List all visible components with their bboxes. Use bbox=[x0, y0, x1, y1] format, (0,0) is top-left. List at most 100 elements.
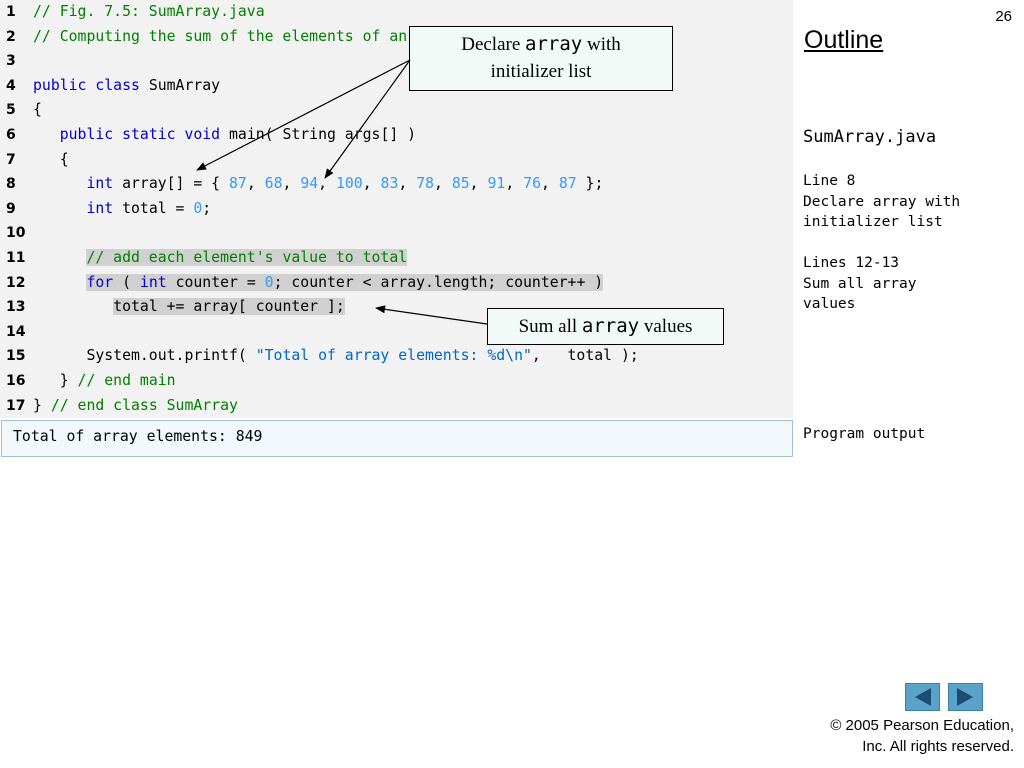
callout-declare-array: Declare array with initializer list bbox=[409, 26, 673, 91]
next-slide-button[interactable] bbox=[948, 683, 983, 711]
code-token: { bbox=[33, 101, 42, 119]
line-number: 6 bbox=[6, 127, 16, 143]
code-token: , bbox=[540, 175, 559, 193]
code-token bbox=[33, 298, 113, 315]
copyright-notice: © 2005 Pearson Education, Inc. All right… bbox=[830, 715, 1014, 757]
line-number: 15 bbox=[6, 348, 26, 365]
code-text: int total = 0; bbox=[33, 197, 211, 221]
line-number: 1 bbox=[6, 4, 16, 20]
line-number: 12 bbox=[6, 274, 26, 291]
code-token bbox=[33, 175, 86, 192]
line-number: 2 bbox=[6, 28, 16, 45]
code-token: , total ); bbox=[531, 347, 639, 365]
code-token: , bbox=[318, 175, 336, 193]
line-number: 10 bbox=[6, 225, 26, 242]
callout-declare-text-after: with bbox=[582, 34, 621, 55]
code-token: 85 bbox=[451, 175, 470, 193]
code-token: int bbox=[86, 175, 114, 193]
line-number: 14 bbox=[6, 323, 26, 340]
sidebar-file-name: SumArray.java bbox=[803, 127, 937, 147]
code-text: // Computing the sum of the elements of … bbox=[33, 25, 470, 49]
code-text: } // end main bbox=[33, 369, 176, 393]
code-text: public static void main( String args[] ) bbox=[33, 123, 416, 147]
program-output-text: Total of array elements: 849 bbox=[13, 428, 263, 445]
code-token: 76 bbox=[523, 175, 541, 193]
code-token: array[] = { bbox=[113, 175, 229, 193]
code-text: // add each element's value to total bbox=[33, 246, 408, 270]
code-text: { bbox=[33, 98, 42, 122]
sidebar-note-program-output: Program output bbox=[803, 426, 926, 442]
code-token: 87 bbox=[558, 175, 577, 193]
code-token: total += array[ counter ]; bbox=[113, 298, 345, 316]
code-token: // Computing the sum of the elements of … bbox=[33, 27, 470, 45]
triangle-left-icon bbox=[915, 688, 931, 706]
outline-link[interactable]: Outline bbox=[804, 26, 884, 54]
triangle-right-icon bbox=[957, 688, 973, 706]
code-token: System.out.printf( bbox=[33, 347, 256, 365]
code-token: , bbox=[362, 175, 381, 193]
code-token bbox=[33, 249, 86, 266]
line-number: 7 bbox=[6, 151, 16, 168]
code-token: public class bbox=[33, 76, 140, 94]
line-number: 11 bbox=[6, 250, 26, 266]
code-token: , bbox=[434, 175, 452, 193]
code-token: for bbox=[86, 273, 114, 291]
code-token: 91 bbox=[487, 175, 506, 193]
callout-sum-text-before: Sum all bbox=[518, 316, 582, 337]
code-text: // Fig. 7.5: SumArray.java bbox=[33, 0, 265, 24]
code-token: 87 bbox=[229, 175, 247, 193]
code-token: 68 bbox=[264, 175, 283, 193]
code-text: } // end class SumArray bbox=[33, 394, 238, 418]
line-number: 4 bbox=[6, 77, 16, 94]
copyright-line-1: © 2005 Pearson Education, bbox=[830, 717, 1014, 734]
code-token: // add each element's value to total bbox=[86, 249, 408, 266]
code-text: public class SumArray bbox=[33, 74, 220, 98]
code-token: int bbox=[86, 199, 114, 217]
code-token: counter = bbox=[166, 273, 265, 291]
callout-sum-code: array bbox=[581, 315, 640, 337]
line-number: 13 bbox=[6, 299, 26, 316]
code-token: , bbox=[282, 175, 301, 193]
code-token bbox=[33, 126, 60, 143]
code-token: ; counter < array.length; counter++ ) bbox=[273, 273, 604, 291]
code-token: , bbox=[398, 175, 417, 193]
sidebar-note-lines-12-13: Lines 12-13 Sum all array values bbox=[803, 255, 917, 312]
code-token: , bbox=[505, 175, 524, 193]
code-token: 0 bbox=[264, 273, 274, 291]
code-token: total = bbox=[113, 199, 194, 217]
sidebar-note-line-8: Line 8 Declare array with initializer li… bbox=[803, 173, 961, 230]
copyright-line-2: Inc. All rights reserved. bbox=[862, 738, 1014, 755]
code-token: // end main bbox=[77, 372, 176, 389]
code-token: 94 bbox=[300, 175, 319, 193]
code-text: int array[] = { 87, 68, 94, 100, 83, 78,… bbox=[33, 172, 603, 196]
code-text: for ( int counter = 0; counter < array.l… bbox=[33, 271, 604, 295]
code-token: // Fig. 7.5: SumArray.java bbox=[33, 3, 265, 20]
code-token: , bbox=[246, 175, 265, 193]
line-number: 3 bbox=[6, 53, 16, 70]
line-number: 17 bbox=[6, 397, 26, 414]
line-number: 9 bbox=[6, 200, 16, 217]
code-token: 78 bbox=[416, 175, 435, 193]
previous-slide-button[interactable] bbox=[905, 683, 940, 711]
code-token bbox=[33, 200, 86, 217]
page-number: 26 bbox=[995, 8, 1012, 25]
program-output-box: Total of array elements: 849 bbox=[1, 420, 793, 457]
code-token: ( bbox=[113, 273, 140, 291]
code-token: int bbox=[139, 273, 167, 291]
code-token: 0 bbox=[193, 199, 203, 217]
code-token: , bbox=[469, 175, 488, 193]
code-token: 83 bbox=[380, 175, 399, 193]
code-text: total += array[ counter ]; bbox=[33, 295, 345, 319]
code-token: "Total of array elements: %d\n" bbox=[255, 347, 532, 365]
callout-declare-text-before: Declare bbox=[461, 34, 526, 55]
code-token: 100 bbox=[335, 175, 363, 193]
code-token: SumArray bbox=[139, 76, 221, 94]
code-token: // end class SumArray bbox=[50, 396, 238, 414]
code-token: main( String args[] ) bbox=[220, 126, 417, 143]
code-token bbox=[33, 274, 86, 291]
callout-declare-code: array bbox=[525, 33, 583, 55]
callout-sum-array: Sum all array values bbox=[487, 308, 724, 345]
code-text: { bbox=[33, 148, 69, 172]
code-text: System.out.printf( "Total of array eleme… bbox=[33, 344, 639, 368]
code-token: public static void bbox=[59, 126, 221, 143]
